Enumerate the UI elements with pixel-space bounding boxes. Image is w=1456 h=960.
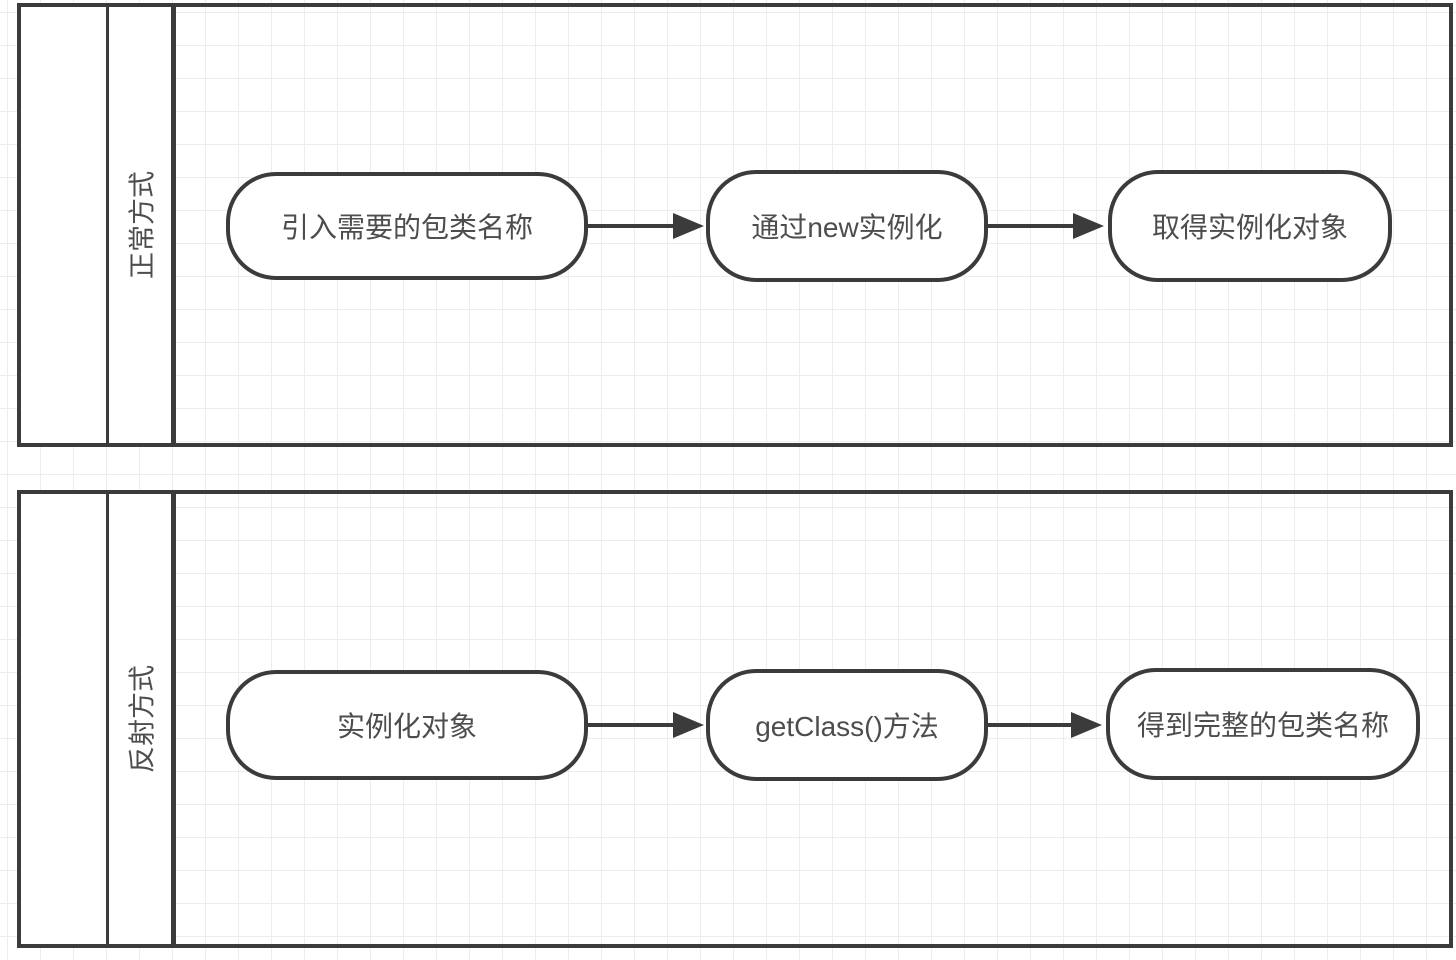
flow-step-new-instantiate: 通过new实例化 <box>706 170 988 282</box>
flow-arrow <box>987 712 1102 738</box>
lane-label-column-reflection: 反射方式 <box>109 494 176 944</box>
flow-step-import-class: 引入需要的包类名称 <box>226 172 588 280</box>
flow-step-label: 实例化对象 <box>336 711 477 742</box>
flow-step-getclass-method: getClass()方法 <box>706 669 988 781</box>
arrowhead-right-icon <box>673 712 704 738</box>
lane-label-column-normal: 正常方式 <box>109 7 176 443</box>
pool-title-column <box>21 494 109 944</box>
flow-step-label: getClass()方法 <box>755 711 939 742</box>
flow-arrow <box>988 213 1104 239</box>
arrow-line <box>987 723 1071 727</box>
flow-step-label: 通过new实例化 <box>751 212 943 243</box>
flow-step-label: 引入需要的包类名称 <box>280 212 533 243</box>
arrow-line <box>588 723 673 727</box>
flow-arrow <box>588 712 704 738</box>
flow-step-label: 取得实例化对象 <box>1151 212 1348 243</box>
flow-step-label: 得到完整的包类名称 <box>1136 710 1389 741</box>
arrowhead-right-icon <box>1071 712 1102 738</box>
arrowhead-right-icon <box>673 213 704 239</box>
swimlane-normal: 正常方式 <box>17 3 1453 447</box>
swimlane-reflection: 反射方式 <box>17 490 1453 948</box>
flow-step-full-class-name: 得到完整的包类名称 <box>1106 668 1420 780</box>
lane-label-normal: 正常方式 <box>127 171 158 279</box>
flow-arrow <box>588 213 704 239</box>
arrowhead-right-icon <box>1073 213 1104 239</box>
arrow-line <box>988 224 1073 228</box>
pool-title-column <box>21 7 109 443</box>
lane-label-reflection: 反射方式 <box>127 665 158 773</box>
flow-step-get-instance: 取得实例化对象 <box>1108 170 1392 282</box>
flow-step-instance-object: 实例化对象 <box>226 670 588 780</box>
arrow-line <box>588 224 673 228</box>
